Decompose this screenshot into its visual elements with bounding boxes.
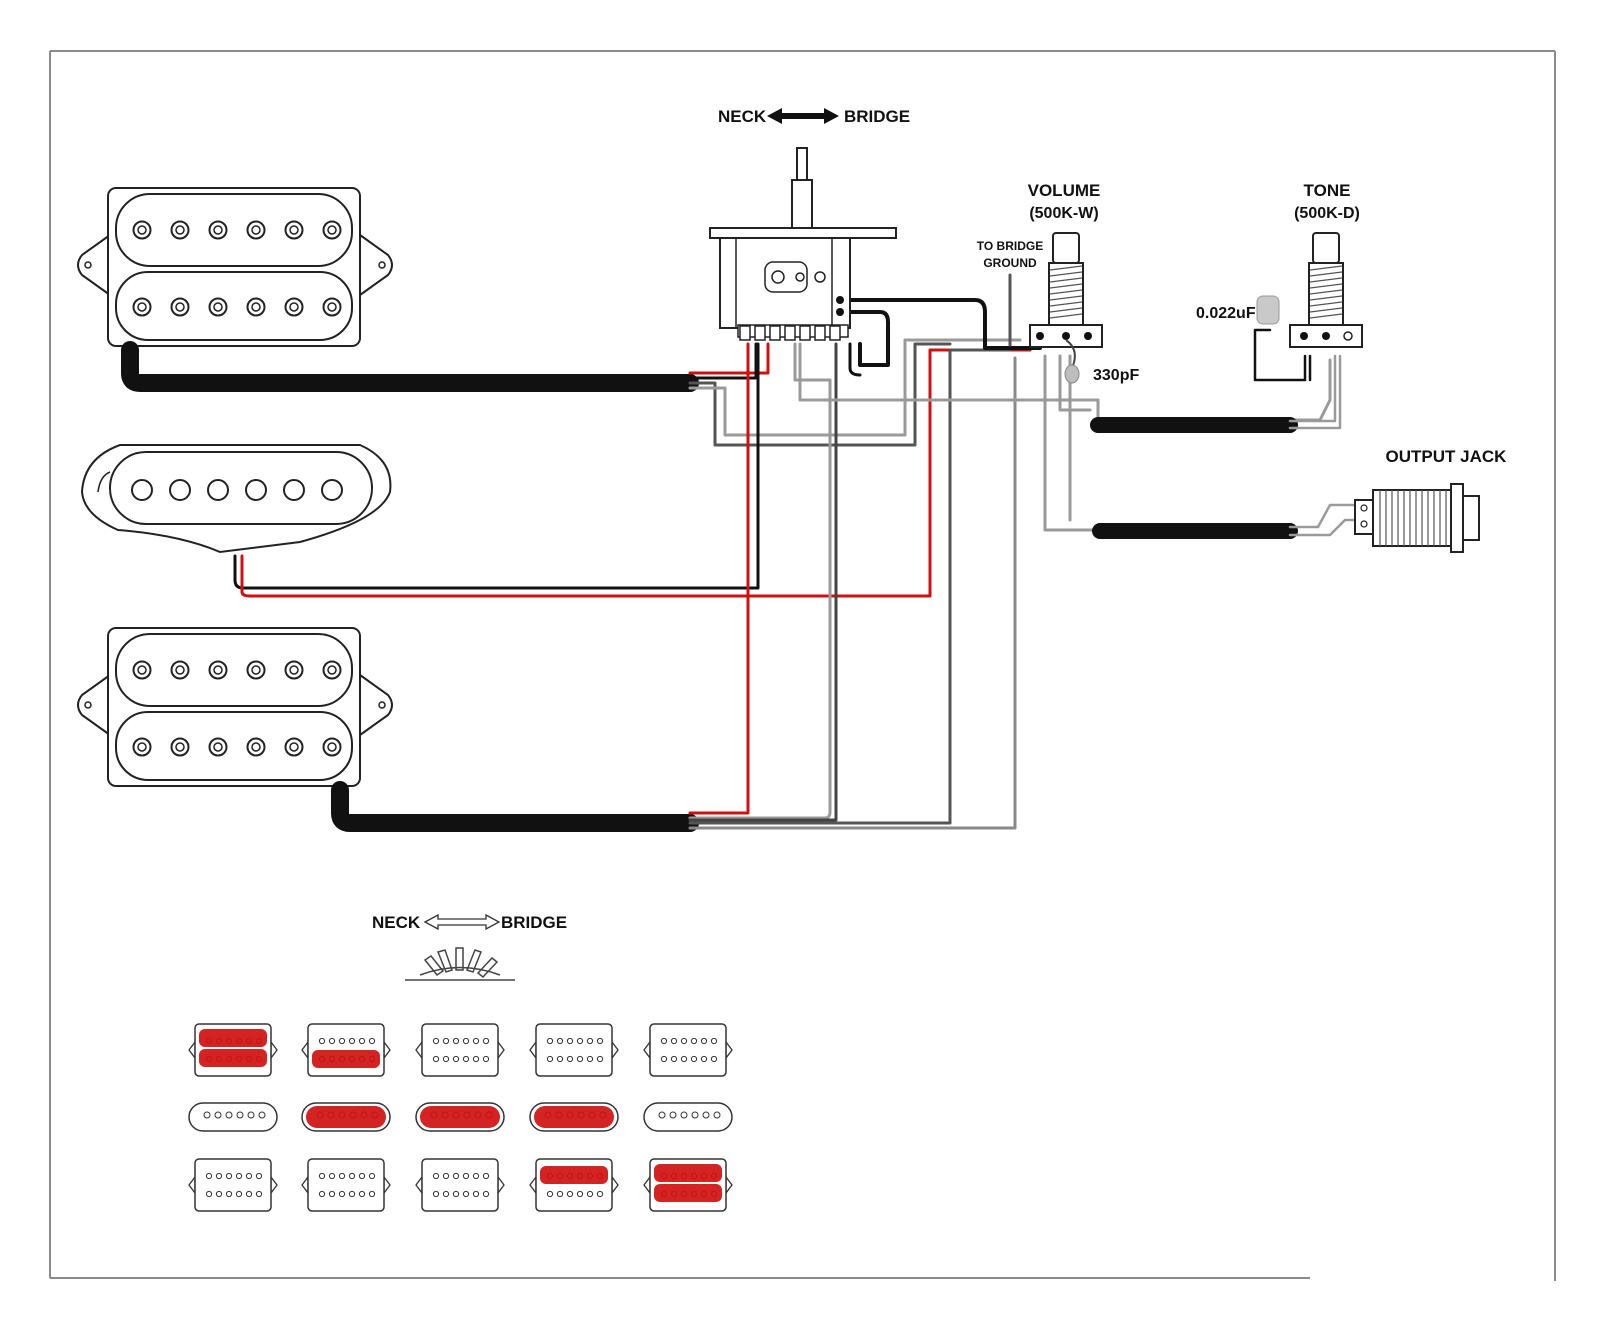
legend-neck-label: NECK (372, 913, 421, 932)
legend-middle-pos3 (415, 1102, 505, 1132)
legend-neck-pos5 (643, 1023, 733, 1077)
switch-direction-label: NECK BRIDGE (718, 107, 910, 126)
tone-cap (1256, 295, 1280, 325)
neck-humbucker (78, 188, 392, 346)
frame (49, 50, 1556, 1281)
legend-bridge-pos5 (643, 1158, 733, 1212)
five-way-switch (709, 147, 897, 341)
legend-bridge-pos3 (415, 1158, 505, 1212)
legend-bridge-pos2 (301, 1158, 391, 1212)
legend-middle-pos1 (188, 1102, 278, 1132)
legend-middle-pos2 (301, 1102, 391, 1132)
bridge-label: BRIDGE (844, 107, 910, 126)
volume-cap-label: 330pF (1093, 367, 1139, 384)
legend-bridge-pos1 (188, 1158, 278, 1212)
bridge-pickup-cable (331, 781, 699, 832)
tone-value: (500K-D) (1294, 205, 1360, 222)
tone-label: TONE (1304, 181, 1351, 200)
double-arrow-icon (767, 108, 839, 124)
treble-bleed-cap (1064, 364, 1080, 384)
wiring (121, 273, 1357, 832)
neck-pickup-cable (121, 341, 699, 392)
middle-single-coil (80, 444, 392, 554)
legend-middle-pos5 (643, 1102, 733, 1132)
legend-bridge-pos4 (529, 1158, 619, 1212)
ground-label: GROUND (983, 256, 1037, 270)
neck-label: NECK (718, 107, 767, 126)
to-bridge-label: TO BRIDGE (977, 239, 1043, 253)
legend-neck-pos2 (301, 1023, 391, 1077)
tone-pot (1256, 232, 1363, 348)
tone-cap-label: 0.022uF (1196, 305, 1256, 322)
legend-double-arrow-icon (423, 913, 501, 931)
legend: NECK BRIDGE (188, 913, 733, 1212)
output-jack (1354, 483, 1480, 553)
legend-middle-pos4 (529, 1102, 619, 1132)
legend-neck-pos3 (415, 1023, 505, 1077)
volume-value: (500K-W) (1029, 205, 1098, 222)
output-jack-label: OUTPUT JACK (1386, 447, 1508, 466)
switch-lever-fan-icon (405, 947, 515, 981)
volume-label: VOLUME (1028, 181, 1101, 200)
bridge-humbucker (78, 628, 392, 786)
legend-neck-pos4 (529, 1023, 619, 1077)
legend-bridge-label: BRIDGE (501, 913, 567, 932)
legend-neck-pos1 (188, 1023, 278, 1077)
volume-pot (1029, 232, 1103, 384)
